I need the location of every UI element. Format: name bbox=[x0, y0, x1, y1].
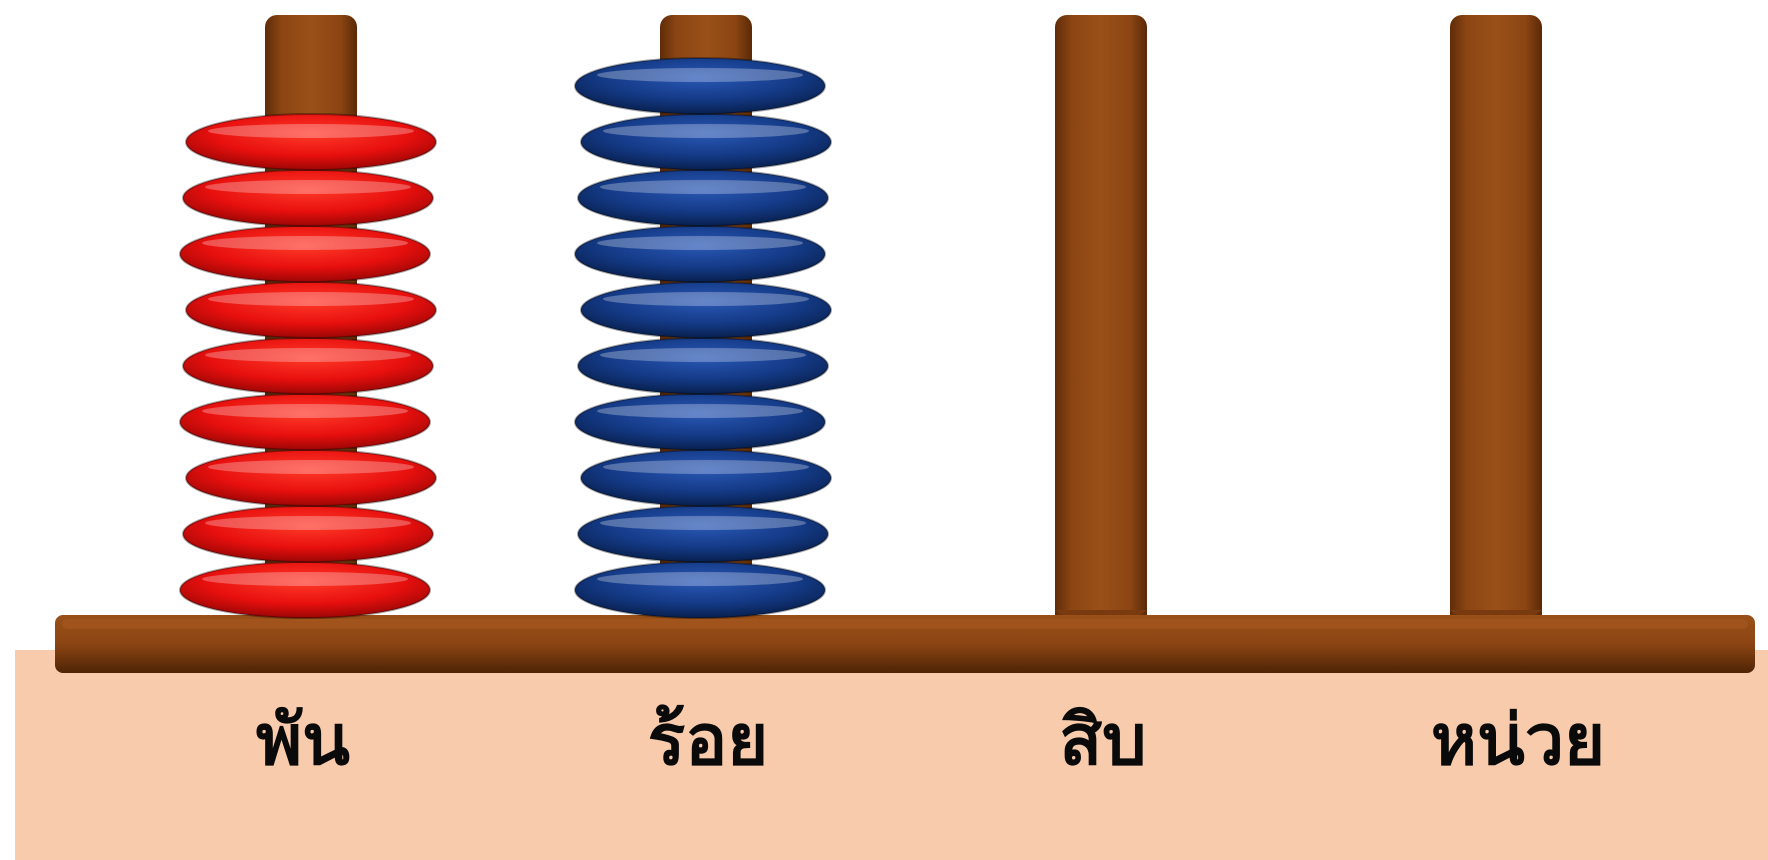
bead-body bbox=[182, 505, 434, 563]
bead-hundreds bbox=[577, 505, 829, 563]
abacus-base-highlight bbox=[62, 619, 1748, 629]
bead-highlight bbox=[205, 348, 411, 362]
bead-body bbox=[185, 113, 437, 171]
beads-layer bbox=[179, 57, 832, 619]
bead-body bbox=[574, 561, 826, 619]
bead-highlight bbox=[600, 516, 806, 530]
bead-highlight bbox=[603, 292, 809, 306]
bead-highlight bbox=[208, 460, 414, 474]
bead-body bbox=[580, 113, 832, 171]
abacus-base bbox=[55, 615, 1755, 673]
bead-highlight bbox=[597, 68, 803, 82]
label-thousands: พัน bbox=[256, 699, 350, 781]
bead-highlight bbox=[597, 404, 803, 418]
bead-body bbox=[185, 449, 437, 507]
bead-highlight bbox=[600, 180, 806, 194]
bead-hundreds bbox=[577, 169, 829, 227]
label-tens: สิบ bbox=[1059, 699, 1147, 781]
bead-thousands bbox=[182, 337, 434, 395]
rod-tens bbox=[1055, 15, 1147, 630]
bead-thousands bbox=[182, 169, 434, 227]
bead-body bbox=[577, 337, 829, 395]
bead-body bbox=[574, 57, 826, 115]
bead-highlight bbox=[597, 572, 803, 586]
bead-hundreds bbox=[574, 57, 826, 115]
bead-highlight bbox=[205, 180, 411, 194]
bead-body bbox=[179, 561, 431, 619]
bead-hundreds bbox=[580, 281, 832, 339]
bead-body bbox=[577, 169, 829, 227]
bead-highlight bbox=[603, 124, 809, 138]
bead-body bbox=[580, 449, 832, 507]
bead-body bbox=[185, 281, 437, 339]
bead-hundreds bbox=[574, 393, 826, 451]
bead-body bbox=[182, 337, 434, 395]
bead-thousands bbox=[185, 281, 437, 339]
bead-hundreds bbox=[574, 225, 826, 283]
bead-thousands bbox=[185, 449, 437, 507]
bead-highlight bbox=[202, 236, 408, 250]
bead-body bbox=[182, 169, 434, 227]
bead-hundreds bbox=[577, 337, 829, 395]
bead-body bbox=[574, 393, 826, 451]
bead-hundreds bbox=[580, 449, 832, 507]
bead-hundreds bbox=[580, 113, 832, 171]
bead-thousands bbox=[179, 561, 431, 619]
bead-body bbox=[577, 505, 829, 563]
bead-thousands bbox=[179, 393, 431, 451]
bead-thousands bbox=[185, 113, 437, 171]
bead-body bbox=[580, 281, 832, 339]
label-hundreds: ร้อย bbox=[647, 699, 769, 781]
bead-hundreds bbox=[574, 561, 826, 619]
bead-body bbox=[574, 225, 826, 283]
bead-highlight bbox=[202, 404, 408, 418]
label-ones: หน่วย bbox=[1430, 699, 1606, 781]
bead-thousands bbox=[182, 505, 434, 563]
bead-body bbox=[179, 393, 431, 451]
bead-highlight bbox=[205, 516, 411, 530]
bead-highlight bbox=[603, 460, 809, 474]
table-surface bbox=[15, 650, 1768, 860]
bead-highlight bbox=[600, 348, 806, 362]
bead-highlight bbox=[208, 292, 414, 306]
bead-thousands bbox=[179, 225, 431, 283]
bead-highlight bbox=[597, 236, 803, 250]
bead-highlight bbox=[202, 572, 408, 586]
rod-ones bbox=[1450, 15, 1542, 630]
bead-body bbox=[179, 225, 431, 283]
bead-highlight bbox=[208, 124, 414, 138]
